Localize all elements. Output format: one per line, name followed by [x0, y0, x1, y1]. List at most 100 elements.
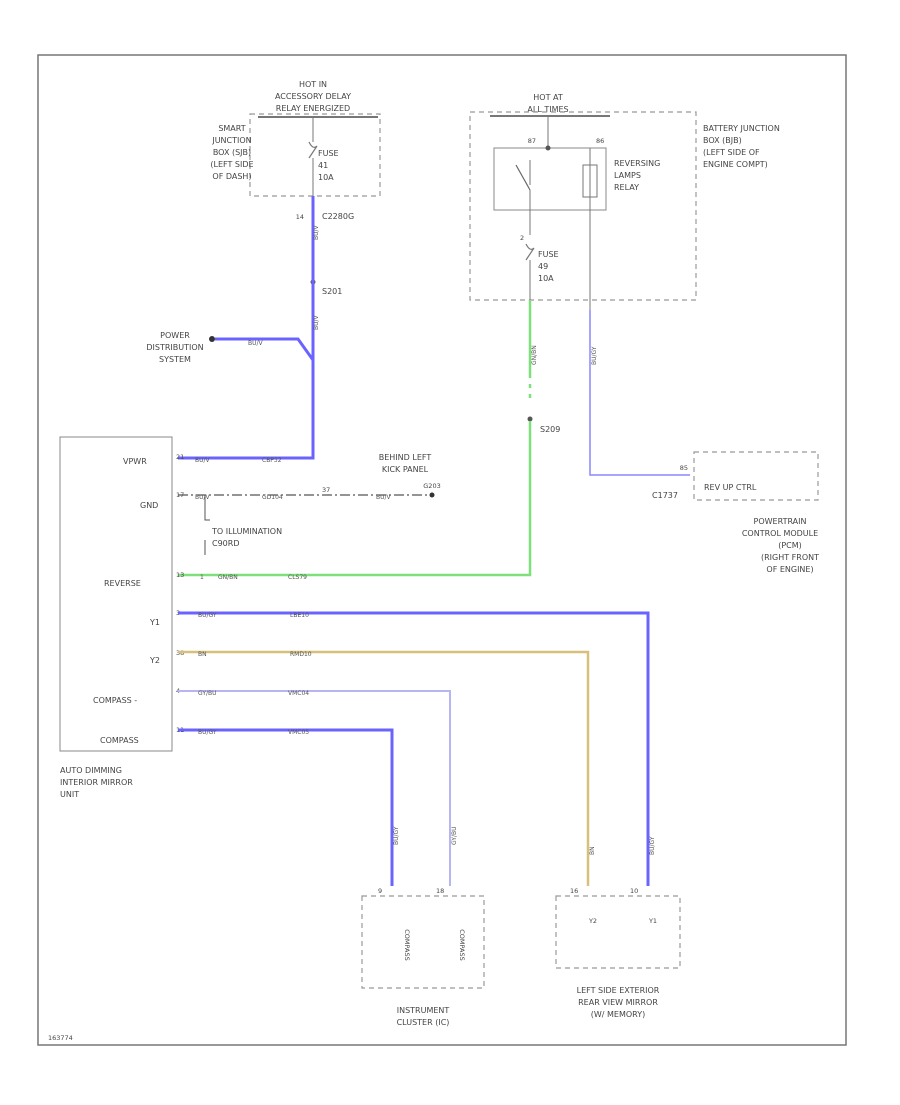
sjb-label-3: BOX (SJB): [213, 148, 251, 157]
pin-y1-label: Y1: [149, 618, 160, 627]
mirror-label-3: UNIT: [60, 790, 79, 799]
pin-label-p1: 14: [296, 213, 304, 221]
wire-compass-minus: [178, 690, 451, 886]
wire-label-gnd-a: BU/V: [195, 494, 211, 501]
wire-label-y1-a: BU/GY: [198, 612, 217, 619]
powertrain-control-module: REV UP CTRL C1737 85 POWERTRAIN CONTROL …: [652, 451, 819, 574]
relay-label-2: LAMPS: [614, 171, 641, 180]
fuse-49-number: 49: [538, 262, 548, 271]
hot-at-label: HOT AT: [533, 93, 563, 102]
relay-feed-node: [545, 145, 551, 151]
pin-label-p2: 21: [176, 453, 184, 461]
mirror-label-2: INTERIOR MIRROR: [60, 778, 133, 787]
fuse-49-symbol: [525, 243, 535, 261]
exterior-mirror-box: [555, 895, 681, 969]
wire-label-gnd-c: BU/V: [376, 494, 392, 501]
pin-label-p17: 86: [596, 137, 604, 145]
sjb-box: [249, 113, 381, 197]
pin-label-p4: 13: [176, 571, 184, 579]
behind-kick-label-2: KICK PANEL: [382, 465, 429, 474]
wire-label-y2-b: RMD10: [290, 651, 312, 658]
wire-label-pds: BU/V: [248, 340, 264, 347]
fuse-41-rating: 10A: [318, 173, 334, 182]
bjb-label-2: BOX (BJB): [703, 136, 742, 145]
splice-s209-dot: [527, 416, 533, 422]
pcm-box: [693, 451, 819, 501]
wire-label-cm-b: VMC04: [288, 690, 309, 697]
instrument-cluster-box: [361, 895, 485, 989]
pcm-label-2: CONTROL MODULE: [742, 529, 818, 538]
wire-label-lm-1: BN: [589, 846, 596, 855]
wire-label-v1: BU/V: [313, 224, 320, 240]
pin-label-p9: 37: [322, 486, 330, 494]
relay-energized-label: RELAY ENERGIZED: [276, 104, 350, 113]
fuse-49-rating: 10A: [538, 274, 554, 283]
wire-label-v2: BU/V: [313, 314, 320, 330]
wire-label-vpwr-a: BU/V: [195, 457, 211, 464]
wire-label-vpwr-b: CBP32: [262, 457, 282, 464]
wire-label-y2-a: BN: [198, 651, 207, 658]
pcm-label-3: (PCM): [778, 541, 802, 550]
wire-rev-up-ctrl: [589, 310, 690, 476]
pds-label-1: POWER: [160, 331, 190, 340]
behind-kick-label-1: BEHIND LEFT: [379, 453, 432, 462]
auto-dimming-mirror-unit: VPWR GND REVERSE Y1 Y2 COMPASS - COMPASS…: [59, 436, 184, 799]
exterior-mirror-label-2: REAR VIEW MIRROR: [578, 998, 658, 1007]
fuse-41-number: 41: [318, 161, 328, 170]
exterior-mirror-label-1: LEFT SIDE EXTERIOR: [577, 986, 660, 995]
wire-label-rev-b: CLS79: [288, 574, 307, 581]
ic-compass-label-2: COMPASS: [458, 929, 466, 960]
pin-y2-label: Y2: [149, 656, 160, 665]
mirror-unit-box: [59, 436, 173, 752]
mirror-label-1: AUTO DIMMING: [60, 766, 122, 775]
bjb-box: [469, 111, 697, 301]
bjb-label-1: BATTERY JUNCTION: [703, 124, 780, 133]
ic-label-2: CLUSTER (IC): [397, 1018, 450, 1027]
wire-label-green-v: GN/BN: [531, 345, 538, 365]
pin-reverse-label: REVERSE: [104, 579, 141, 588]
wire-label-cp-a: BU/GY: [198, 729, 217, 736]
wire-vpwr: [178, 368, 315, 460]
exterior-mirror-y2-label: Y2: [588, 917, 597, 925]
wire-y2: [178, 650, 590, 886]
wire-y1: [178, 611, 650, 886]
wire-reverse: [178, 421, 532, 577]
sjb-label-1: SMART: [218, 124, 245, 133]
rev-up-ctrl-label: REV UP CTRL: [704, 483, 757, 492]
ground-g203-label: G203: [423, 482, 440, 490]
pin-label-p11: 9: [378, 887, 382, 895]
wire-label-cp-b: VMC05: [288, 729, 309, 736]
battery-junction-box: HOT AT ALL TIMES BATTERY JUNCTION BOX (B…: [469, 93, 780, 310]
wire-label-ic-2: GY/BU: [451, 826, 458, 845]
connector-c1737-label: C1737: [652, 491, 678, 500]
relay-label-3: RELAY: [614, 183, 639, 192]
pin-label-p14: 10: [630, 887, 638, 895]
pin-label-p18: 85: [680, 464, 688, 472]
sjb-label-2: JUNCTION: [211, 136, 251, 145]
sjb-label-5: OF DASH): [212, 172, 251, 181]
splice-s209-label: S209: [540, 425, 560, 434]
exterior-mirror-label-3: (W/ MEMORY): [591, 1010, 645, 1019]
pcm-label-4: (RIGHT FRONT: [761, 553, 819, 562]
wire-label-rev-v: BU/GY: [591, 346, 598, 365]
wire-compass-plus: [178, 728, 394, 886]
illumination-label-2: C90RD: [212, 539, 239, 548]
pin-gnd-label: GND: [140, 501, 158, 510]
relay-switch-arm: [515, 164, 531, 191]
sjb-label-4: (LEFT SIDE: [210, 160, 253, 169]
pcm-label-1: POWERTRAIN: [754, 517, 807, 526]
relay-label-1: REVERSING: [614, 159, 660, 168]
ic-label-1: INSTRUMENT: [397, 1006, 450, 1015]
fuse-41-symbol: [308, 141, 318, 159]
diagram-code: 163774: [48, 1034, 73, 1042]
ground-g203-dot: [429, 492, 435, 498]
left-exterior-mirror: 16 10 Y2 Y1 LEFT SIDE EXTERIOR REAR VIEW…: [555, 887, 681, 1019]
wire-label-cm-a: GY/BU: [198, 690, 217, 697]
pin-compass-minus-label: COMPASS -: [93, 696, 137, 705]
wire-label-gnd-b: GD104: [262, 494, 283, 501]
wire-label-y1-b: LBE10: [290, 612, 309, 619]
wire-label-ic-1: BU/GY: [393, 826, 400, 845]
illumination-label-1: TO ILLUMINATION: [211, 527, 282, 536]
reversing-lamps-relay-box: [493, 147, 607, 211]
